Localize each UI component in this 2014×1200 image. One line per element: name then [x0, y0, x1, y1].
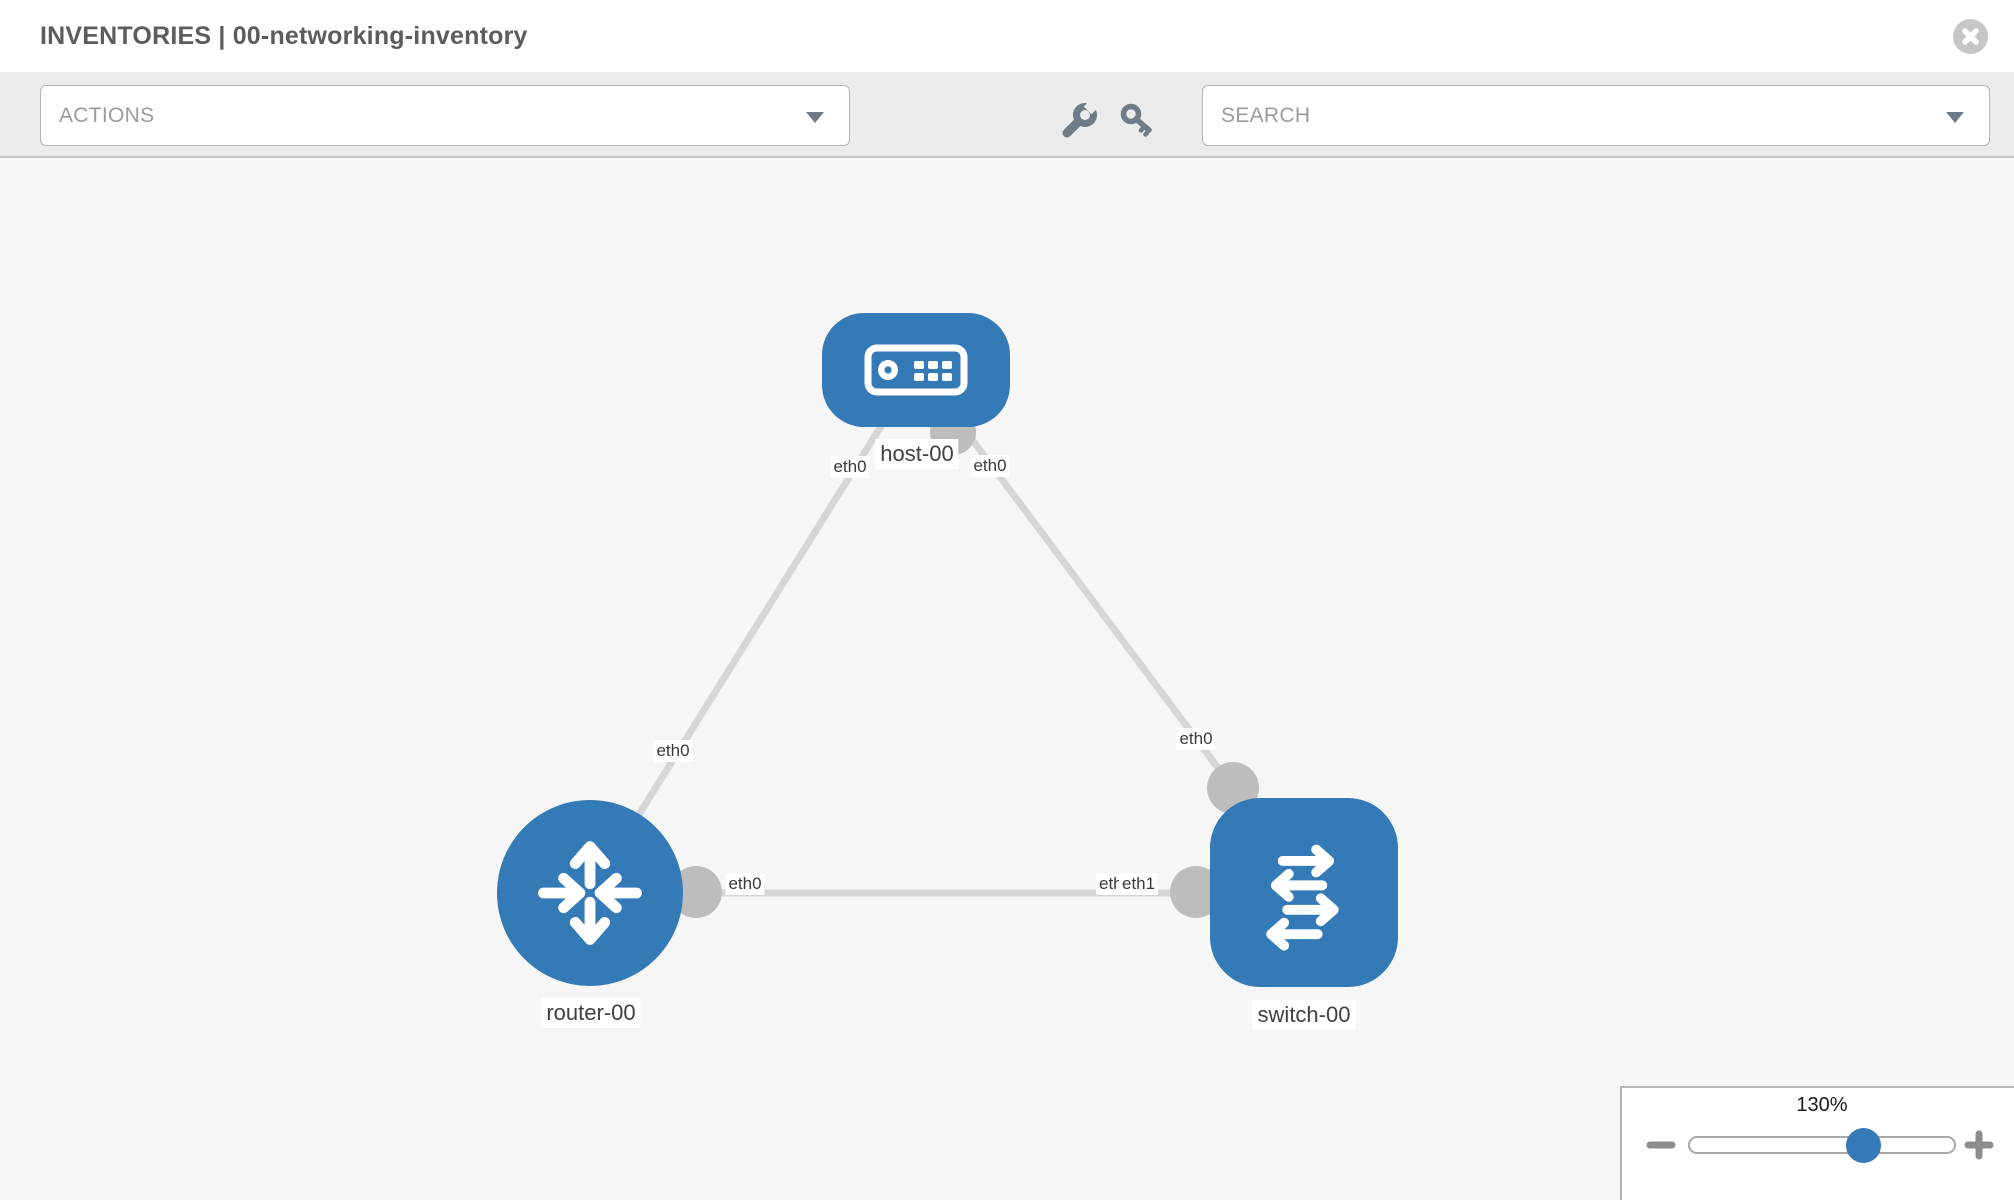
- interface-connector-switch-left[interactable]: [1170, 866, 1222, 918]
- interface-label-router-right: eth0: [725, 873, 765, 895]
- zoom-out-icon[interactable]: [1644, 1128, 1678, 1162]
- host-icon: [864, 344, 968, 396]
- chevron-down-icon: [806, 111, 824, 123]
- close-button[interactable]: [1953, 19, 1988, 54]
- page-title: INVENTORIES | 00-networking-inventory: [40, 22, 528, 50]
- topology-canvas[interactable]: host-00 router-00 switch-00 eth0 eth0 et…: [0, 158, 2014, 1200]
- wrench-icon[interactable]: [1058, 100, 1100, 142]
- search-dropdown[interactable]: SEARCH: [1202, 85, 1990, 146]
- zoom-in-icon[interactable]: [1962, 1128, 1996, 1162]
- interface-label-router-top: eth0: [653, 740, 693, 762]
- topology-links-layer: [587, 367, 1304, 918]
- actions-dropdown[interactable]: ACTIONS: [40, 85, 850, 146]
- node-router-00[interactable]: [497, 800, 683, 986]
- node-label-switch[interactable]: switch-00: [1252, 1000, 1356, 1030]
- close-icon: [1962, 28, 1979, 45]
- interface-connector-router-right[interactable]: [670, 866, 722, 918]
- search-dropdown-label: SEARCH: [1221, 103, 1311, 127]
- toolbar: ACTIONS SEARCH: [0, 72, 2014, 158]
- interface-label-host-right: eth0: [970, 455, 1010, 477]
- router-icon: [538, 841, 642, 945]
- node-label-host[interactable]: host-00: [875, 439, 959, 469]
- zoom-slider-thumb[interactable]: [1846, 1128, 1881, 1163]
- chevron-down-icon: [1946, 111, 1964, 123]
- interface-label-host-left: eth0: [830, 456, 870, 478]
- interface-label-switch-top: eth0: [1176, 728, 1216, 750]
- key-icon[interactable]: [1116, 100, 1158, 142]
- node-switch-00[interactable]: [1210, 798, 1398, 987]
- actions-dropdown-label: ACTIONS: [59, 103, 155, 127]
- switch-icon: [1266, 844, 1339, 951]
- zoom-slider-track[interactable]: [1688, 1128, 1956, 1163]
- node-label-router[interactable]: router-00: [541, 998, 641, 1028]
- node-host-00[interactable]: [822, 313, 1010, 427]
- zoom-panel: 130%: [1620, 1086, 2014, 1200]
- interface-label-switch-left-front: eth1: [1119, 873, 1159, 895]
- title-bar: INVENTORIES | 00-networking-inventory: [0, 0, 2014, 72]
- zoom-level: 130%: [1796, 1094, 1848, 1116]
